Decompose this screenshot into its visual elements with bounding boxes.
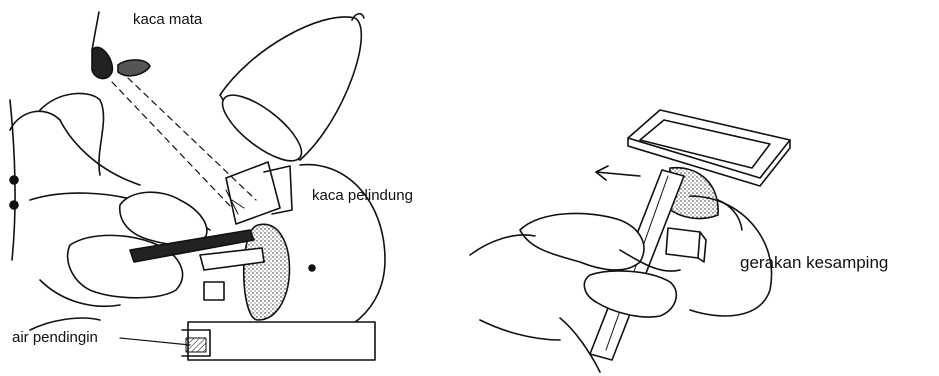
grinding-wheel-hub	[309, 265, 315, 271]
switch-block	[204, 282, 224, 300]
eyeglasses	[92, 47, 112, 78]
figure-grinding-setup	[10, 12, 385, 360]
side-hand-lower	[584, 271, 676, 317]
grinder-base	[188, 322, 375, 360]
label-side-motion: gerakan kesamping	[740, 253, 888, 272]
side-tool-rest	[666, 228, 700, 258]
label-safety-glass: kaca pelindung	[312, 187, 413, 204]
label-coolant: air pendingin	[12, 329, 98, 346]
figure-side-motion	[470, 110, 790, 372]
coolant-pointer	[120, 338, 190, 345]
motion-arrow	[596, 172, 640, 176]
label-eyeglasses: kaca mata	[133, 11, 203, 28]
side-hand-upper	[520, 213, 644, 270]
worker-head	[40, 93, 104, 175]
worker-shoulder	[10, 111, 140, 185]
